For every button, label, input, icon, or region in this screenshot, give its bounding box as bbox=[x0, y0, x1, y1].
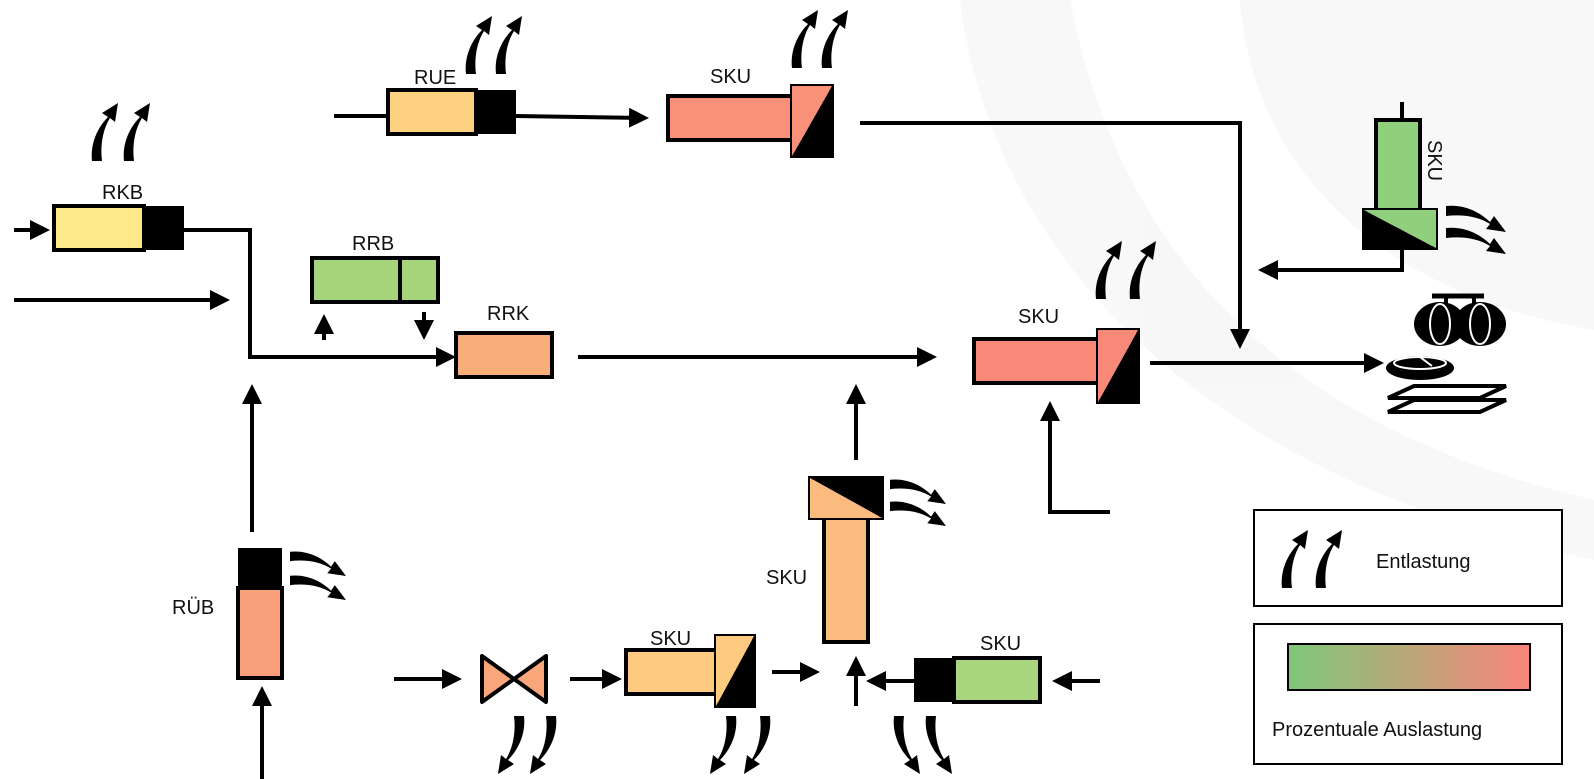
line-rue-to-sku-top bbox=[515, 107, 649, 128]
basin-sku-bottom-left: SKU bbox=[624, 628, 756, 708]
basin-sku-right-label: SKU bbox=[1423, 140, 1445, 181]
legend-load-label: Prozentuale Auslastung bbox=[1272, 719, 1482, 741]
basin-rub: RÜB bbox=[172, 548, 284, 680]
basin-sku-vertical: SKU bbox=[766, 476, 884, 644]
relief-arrows-icon bbox=[498, 716, 557, 774]
basin-sku-top: SKU bbox=[666, 66, 834, 158]
background-watermark bbox=[960, 0, 1594, 560]
relief-arrows-icon bbox=[91, 103, 150, 161]
basin-rue-body bbox=[386, 88, 478, 136]
basin-rrb: RRB bbox=[310, 233, 440, 304]
basin-sku-top-label: SKU bbox=[710, 66, 751, 88]
line-sku-top-to-junction bbox=[860, 121, 1250, 349]
basin-sku-right: SKU bbox=[1362, 118, 1445, 250]
relief-arrows-icon bbox=[890, 479, 946, 526]
line-rkb-to-rrk bbox=[182, 228, 456, 367]
legend-relief: Entlastung bbox=[1253, 509, 1563, 607]
relief-arrows-icon bbox=[893, 716, 952, 774]
basin-rrb-label: RRB bbox=[352, 233, 394, 255]
relief-arrows-icon bbox=[290, 551, 346, 600]
basin-sku-mid: SKU bbox=[972, 306, 1140, 404]
treatment-plant-icon bbox=[1386, 293, 1507, 414]
flow-lines bbox=[14, 102, 1404, 779]
legend-load: Prozentuale Auslastung bbox=[1253, 623, 1563, 765]
basin-sku-bottom-right: SKU bbox=[914, 633, 1042, 704]
legend: Entlastung Prozentuale Auslastung bbox=[1253, 509, 1563, 765]
basin-rue: RUE bbox=[386, 67, 516, 136]
legend-relief-label: Entlastung bbox=[1376, 551, 1471, 573]
basin-rkb-label: RKB bbox=[102, 182, 143, 204]
basin-rrk: RRK bbox=[454, 303, 554, 379]
basin-rkb: RKB bbox=[52, 182, 184, 252]
basin-sku-bottom-right-label: SKU bbox=[980, 633, 1021, 655]
basin-rub-label: RÜB bbox=[172, 597, 214, 619]
legend-load-gradient-bar bbox=[1287, 643, 1531, 691]
valve bbox=[480, 654, 548, 704]
relief-arrows-icon bbox=[791, 10, 848, 68]
line-bottom-right-up bbox=[1040, 401, 1110, 514]
relief-arrows-icon bbox=[710, 716, 771, 774]
basin-rue-overflow bbox=[476, 90, 516, 134]
basin-sku-vertical-label: SKU bbox=[766, 567, 807, 589]
basin-sku-mid-label: SKU bbox=[1018, 306, 1059, 328]
basin-sku-bottom-left-label: SKU bbox=[650, 628, 691, 650]
relief-arrows-icon bbox=[465, 16, 522, 74]
basin-rrk-label: RRK bbox=[487, 303, 530, 325]
basin-rue-label: RUE bbox=[414, 67, 456, 89]
